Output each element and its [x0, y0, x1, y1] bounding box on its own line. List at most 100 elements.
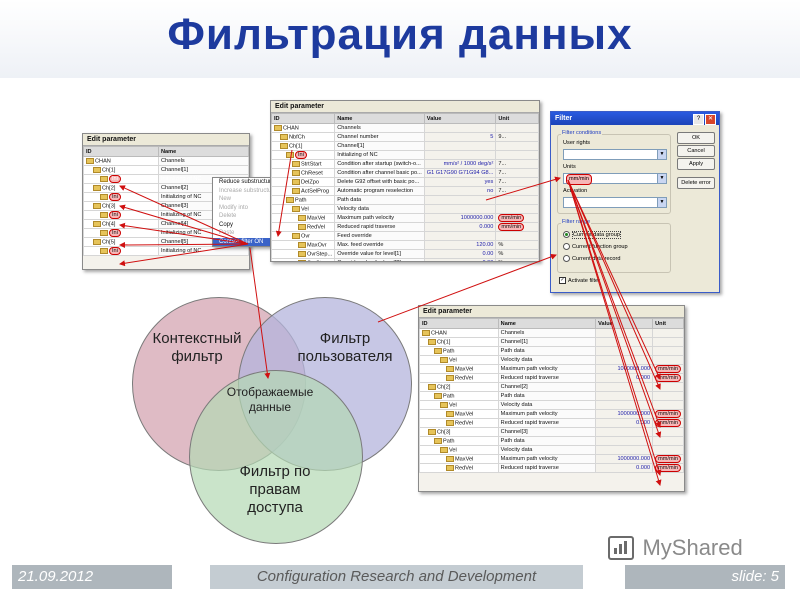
- folder-icon: [446, 455, 454, 462]
- table-row[interactable]: Ch[1]Channel[1]: [83, 165, 249, 175]
- table-row[interactable]: OvrStep...Override value for level[1]0.0…: [271, 249, 539, 259]
- delete-error-button[interactable]: Delete error: [677, 177, 715, 189]
- table-row[interactable]: Ch[1]Channel[1]: [419, 337, 684, 347]
- folder-icon: [100, 211, 108, 218]
- folder-icon: [93, 220, 101, 227]
- chevron-down-icon[interactable]: ▼: [657, 150, 666, 159]
- column-header-id[interactable]: ID: [83, 146, 159, 157]
- column-header-name[interactable]: Name: [334, 113, 425, 124]
- chevron-down-icon[interactable]: ▼: [657, 198, 666, 207]
- folder-icon: [86, 157, 94, 164]
- units-select[interactable]: mm/min ▼: [563, 173, 667, 185]
- folder-icon: [440, 356, 448, 363]
- folder-icon: [292, 160, 300, 167]
- folder-icon: [100, 193, 108, 200]
- logo-text: MyShared: [642, 535, 743, 560]
- column-header-unit[interactable]: Unit: [495, 113, 539, 124]
- table-row[interactable]: Ch[1]Channel[1]: [271, 141, 539, 151]
- chevron-down-icon[interactable]: ▼: [657, 174, 666, 183]
- folder-icon: [298, 214, 306, 221]
- folder-icon: [280, 142, 288, 149]
- venn-label-context: Контекстный фильтр: [152, 330, 242, 365]
- column-header-name[interactable]: Name: [497, 318, 597, 329]
- logo-icon: [608, 536, 634, 560]
- folder-icon: [292, 178, 300, 185]
- activation-select[interactable]: ▼: [563, 197, 667, 208]
- venn-label-rights: Фильтр по правам доступа: [239, 463, 311, 516]
- radio-current-function-group[interactable]: Current function group: [563, 243, 628, 250]
- user-rights-label: User rights: [563, 140, 591, 146]
- column-header-id[interactable]: ID: [419, 318, 499, 329]
- activate-filter-checkbox[interactable]: ✓Activate filter: [559, 277, 601, 284]
- units-value: mm/min: [566, 174, 592, 185]
- column-header-name[interactable]: Name: [158, 146, 249, 157]
- table-row[interactable]: Ch[2]Channel[2]: [419, 382, 684, 392]
- column-header-unit[interactable]: Unit: [652, 318, 684, 329]
- folder-icon: [440, 446, 448, 453]
- venn-circle-rights: [189, 370, 363, 544]
- radio-current-data-record[interactable]: Current data record: [563, 255, 621, 262]
- folder-icon: [446, 365, 454, 372]
- close-button[interactable]: ✕: [705, 114, 716, 125]
- venn-label-user: Фильтр пользователя: [297, 330, 393, 365]
- table-row[interactable]: OvrStep...Override value for level[2]0.0…: [271, 258, 539, 261]
- ok-button[interactable]: OK: [677, 132, 715, 144]
- folder-icon: [93, 238, 101, 245]
- window-title: Edit parameter: [419, 306, 684, 318]
- window-title: Edit parameter: [83, 134, 249, 146]
- folder-icon: [298, 259, 306, 261]
- folder-icon: [100, 247, 108, 254]
- folder-icon: [280, 133, 288, 140]
- folder-icon: [100, 175, 108, 182]
- table-row[interactable]: Ch[3]Channel[3]: [419, 427, 684, 437]
- user-rights-select[interactable]: ▼: [563, 149, 667, 160]
- folder-icon: [93, 166, 101, 173]
- menu-item[interactable]: Reduce substructure: [219, 179, 275, 185]
- folder-icon: [434, 347, 442, 354]
- folder-icon: [434, 437, 442, 444]
- folder-icon: [298, 223, 306, 230]
- help-button[interactable]: ?: [693, 114, 704, 125]
- venn-label-center: Отображаемые данные: [226, 385, 314, 414]
- column-header-id[interactable]: ID: [271, 113, 336, 124]
- column-header-value[interactable]: Value: [423, 113, 497, 124]
- cancel-button[interactable]: Cancel: [677, 145, 715, 157]
- folder-icon: [428, 338, 436, 345]
- column-header-value[interactable]: Value: [595, 318, 654, 329]
- radio-current-data-group[interactable]: Current data group: [563, 230, 621, 239]
- footer-department: Configuration Research and Development: [210, 565, 583, 589]
- apply-button[interactable]: Apply: [677, 158, 715, 170]
- folder-icon: [286, 196, 294, 203]
- folder-icon: [446, 410, 454, 417]
